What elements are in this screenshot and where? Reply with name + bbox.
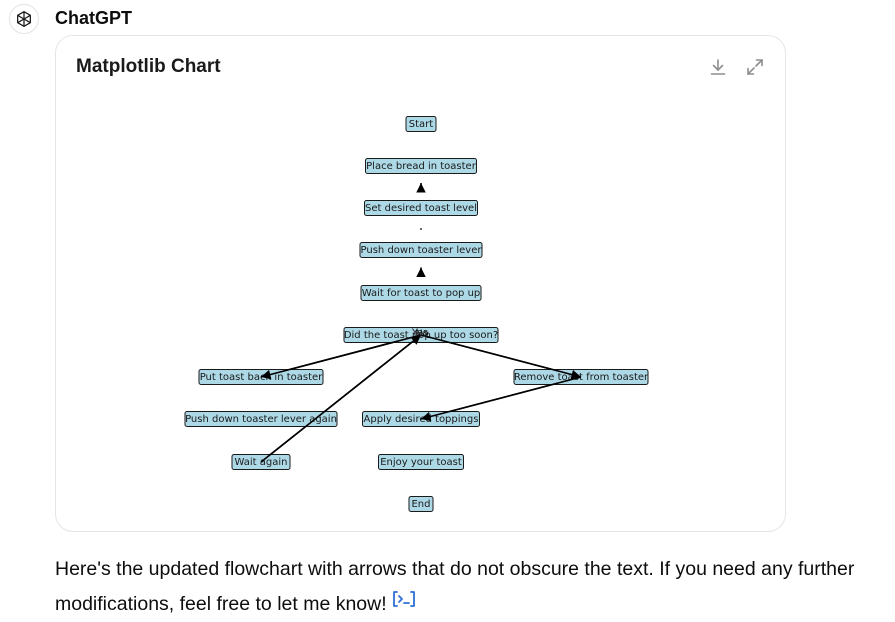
flowchart-node-box [184,411,338,427]
flowchart-node-push: Push down toaster lever [359,242,483,258]
flowchart-node-start: Start [405,116,437,132]
flowchart-node-box [364,200,478,216]
flowchart-node-label: Wait again [235,457,288,468]
download-button[interactable] [706,55,730,79]
flowchart-edge-dot [420,228,422,230]
flowchart-node-box [405,116,437,132]
flowchart-node-box [359,242,483,258]
openai-logo-icon [17,11,31,27]
citation-button[interactable] [391,587,417,622]
flowchart-node-enjoy: Enjoy your toast [378,454,464,470]
flowchart-edge-overlay-decision-to-putback [260,334,422,380]
flowchart-node-label: Start [409,119,434,130]
flowchart-node-remove: Remove toast from toaster [513,369,649,385]
flowchart-node-label: Wait for toast to pop up [362,288,481,299]
message-text: Here's the updated flowchart with arrows… [55,558,855,615]
flowchart-edge-label-no: No [415,329,429,340]
flowchart-edge-label-yes: Yes [411,328,428,339]
flowchart-node-box [360,285,482,301]
download-icon [710,59,726,75]
flowchart-node-box [378,454,464,470]
expand-button[interactable] [743,55,767,79]
expand-icon [747,59,763,75]
flowchart-node-wait: Wait for toast to pop up [360,285,482,301]
flowchart-node-label: Place bread in toaster [366,161,477,172]
flowchart-node-label: Push down toaster lever again [185,414,337,425]
flowchart-edge-overlay-waitagain-to-decision [260,334,422,463]
code-interpreter-citation-icon [392,591,415,608]
flowchart-node-place: Place bread in toaster [365,158,477,174]
assistant-name: ChatGPT [55,8,133,28]
flowchart-node-pushagain: Push down toaster lever again [184,411,338,427]
flowchart-node-label: Remove toast from toaster [514,372,649,383]
flowchart-node-box [408,496,434,512]
flowchart-node-end: End [408,496,434,512]
flowchart-node-set: Set desired toast level [364,200,478,216]
flowchart-edge-overlay-decision-to-remove [420,334,582,380]
flowchart-node-label: End [411,499,430,510]
flowchart-node-label: Enjoy your toast [380,457,462,468]
flowchart-node-box [365,158,477,174]
flowchart-node-label: Push down toaster lever [361,245,483,256]
flowchart-node-label: Set desired toast level [365,203,477,214]
assistant-avatar [9,4,39,34]
chart-card-title: Matplotlib Chart [76,56,221,77]
flowchart-node-label: Apply desired toppings [364,414,479,425]
assistant-message: Here's the updated flowchart with arrows… [55,552,890,622]
flowchart-edge-overlay-remove-to-toppings [420,376,582,422]
